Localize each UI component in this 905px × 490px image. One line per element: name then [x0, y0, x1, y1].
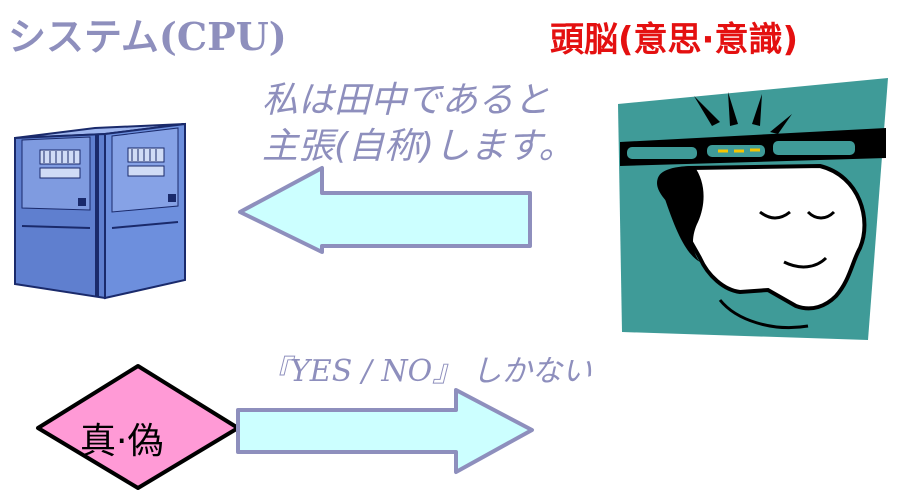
truth-diamond — [36, 364, 240, 490]
claim-text-line-2: 主張(自称)します。 — [262, 126, 575, 167]
system-title: システム(CPU) — [8, 14, 287, 59]
claim-text-line-1: 私は田中であると — [262, 80, 550, 121]
server-tower-icon — [14, 122, 186, 300]
yes-no-quote: 『YES / NO』 — [260, 354, 463, 389]
yes-no-caption: 『YES / NO』 しかない — [260, 346, 592, 390]
truth-label: 真·偽 — [80, 421, 164, 462]
brain-title: 頭脳(意思·意識) — [550, 20, 798, 60]
thinking-man-icon — [618, 78, 888, 340]
answer-arrow — [236, 388, 534, 474]
yes-no-rest: しかない — [462, 354, 592, 389]
claim-arrow — [238, 166, 532, 254]
